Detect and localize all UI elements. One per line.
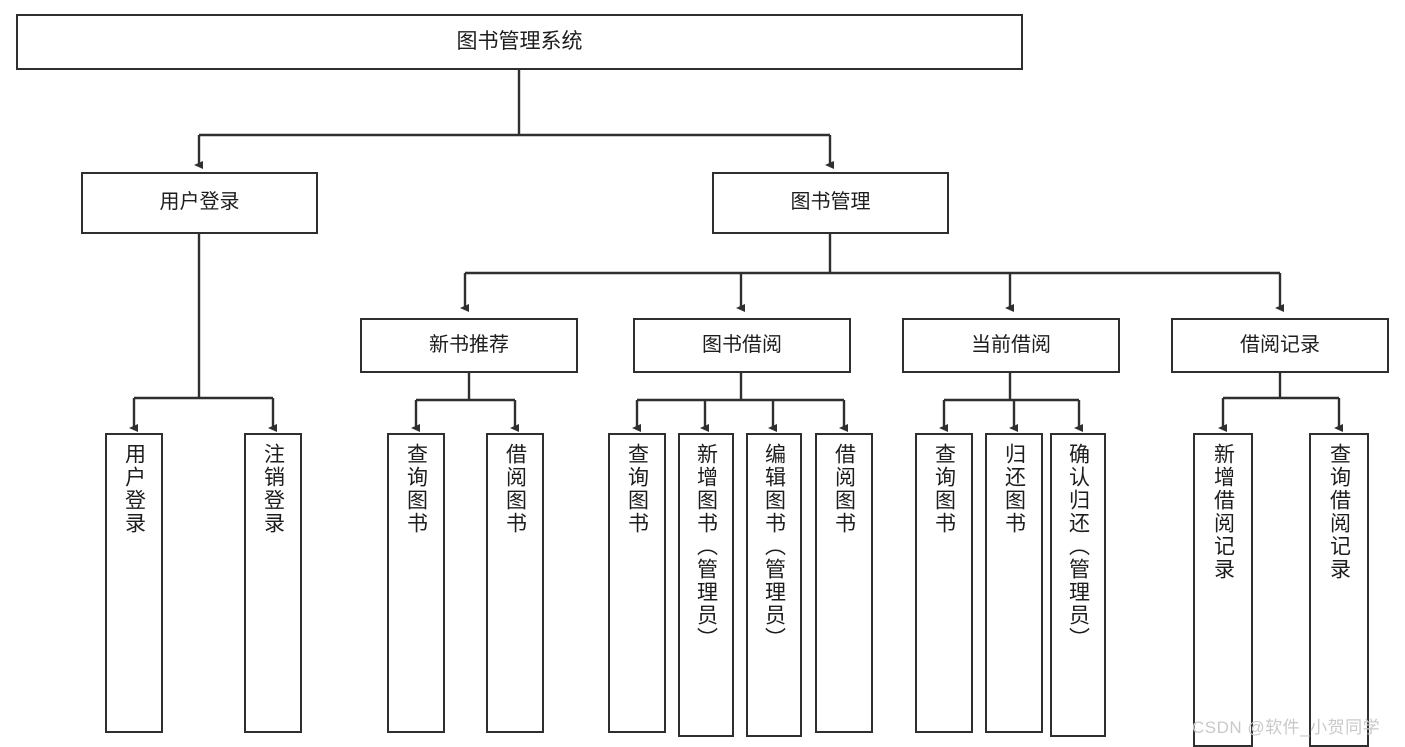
leaf-current-confirm-return[interactable]: 确认归还（管理员） [1050, 433, 1106, 737]
node-label: 查询图书 [625, 443, 649, 535]
node-label: 查询图书 [404, 443, 428, 535]
node-label: 图书管理系统 [456, 29, 583, 53]
node-label: 确认归还（管理员） [1066, 443, 1090, 650]
leaf-user-login-logout[interactable]: 注销登录 [244, 433, 302, 733]
node-label: 归还图书 [1002, 443, 1026, 535]
node-label: 注销登录 [261, 443, 285, 535]
node-label: 当前借阅 [971, 333, 1051, 356]
leaf-user-login-login[interactable]: 用户登录 [105, 433, 163, 733]
node-label: 新增借阅记录 [1211, 443, 1235, 581]
node-label: 用户登录 [159, 191, 240, 214]
node-label: 借阅记录 [1240, 333, 1320, 356]
node-root-system[interactable]: 图书管理系统 [16, 14, 1023, 70]
csdn-watermark: CSDN @软件_小贺同学 [1192, 718, 1381, 737]
leaf-recommend-borrow-book[interactable]: 借阅图书 [486, 433, 544, 733]
node-label: 借阅图书 [503, 443, 527, 535]
node-label: 用户登录 [122, 443, 146, 535]
node-user-login[interactable]: 用户登录 [81, 172, 318, 234]
leaf-records-add-record[interactable]: 新增借阅记录 [1193, 433, 1253, 747]
node-label: 查询借阅记录 [1327, 443, 1351, 581]
node-label: 图书管理 [790, 191, 871, 214]
node-label: 编辑图书（管理员） [762, 443, 786, 650]
node-current-borrow[interactable]: 当前借阅 [902, 318, 1120, 373]
node-label: 借阅图书 [832, 443, 856, 535]
node-label: 图书借阅 [702, 333, 782, 356]
node-borrow-records[interactable]: 借阅记录 [1171, 318, 1389, 373]
leaf-records-query-record[interactable]: 查询借阅记录 [1309, 433, 1369, 747]
leaf-borrow-query-book[interactable]: 查询图书 [608, 433, 666, 733]
node-label: 查询图书 [932, 443, 956, 535]
leaf-borrow-edit-book[interactable]: 编辑图书（管理员） [746, 433, 802, 737]
node-book-borrow[interactable]: 图书借阅 [633, 318, 851, 373]
node-label: 新书推荐 [429, 333, 509, 356]
leaf-current-return-book[interactable]: 归还图书 [985, 433, 1043, 733]
node-book-management[interactable]: 图书管理 [712, 172, 949, 234]
node-label: 新增图书（管理员） [694, 443, 718, 650]
leaf-current-query-book[interactable]: 查询图书 [915, 433, 973, 733]
leaf-recommend-query-book[interactable]: 查询图书 [387, 433, 445, 733]
leaf-borrow-borrow-book[interactable]: 借阅图书 [815, 433, 873, 733]
node-new-book-recommend[interactable]: 新书推荐 [360, 318, 578, 373]
leaf-borrow-add-book[interactable]: 新增图书（管理员） [678, 433, 734, 737]
